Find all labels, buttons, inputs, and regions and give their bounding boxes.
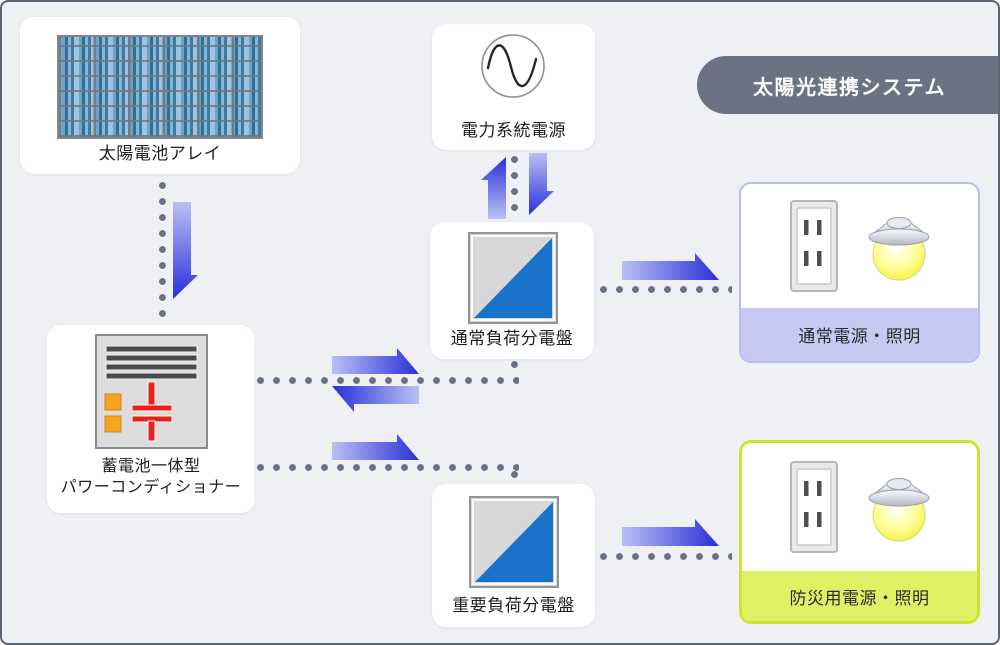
flow-arrow-right-to-normal-load [622, 253, 719, 280]
node-normal-load: 通常電源・照明 [739, 182, 980, 363]
node-grid-power: 電力系統電源 [432, 24, 595, 150]
flow-arrow-right-to-emergency-load [622, 519, 719, 546]
power-conditioner-icon [95, 334, 208, 449]
dotted-elbow-normal-board [511, 361, 518, 377]
flow-arrow-right-to-normal-board [332, 348, 419, 374]
normal-load-label: 通常電源・照明 [741, 308, 978, 361]
emergency-load-icons [742, 443, 977, 571]
important-board-label: 重要負荷分電盤 [452, 596, 575, 615]
solar-array-label: 太陽電池アレイ [98, 144, 222, 163]
node-normal-board: 通常負荷分電盤 [430, 222, 594, 359]
node-emergency-load: 防災用電源・照明 [739, 440, 980, 624]
dotted-line-normal-board-to-load [600, 286, 732, 293]
lamp-icon [868, 478, 929, 542]
distribution-board-icon [468, 232, 558, 324]
system-title: 太陽光連携システム [753, 76, 946, 99]
flow-arrow-up-grid [481, 157, 506, 219]
dotted-line-important-board-to-load [600, 553, 732, 560]
dotted-line-grid-to-normal-board [511, 156, 518, 216]
grid-power-label: 電力系統電源 [461, 121, 566, 140]
system-title-badge: 太陽光連携システム [697, 56, 998, 114]
node-solar-array: 太陽電池アレイ [20, 17, 300, 174]
dotted-line-solar-to-conditioner [159, 182, 166, 324]
dotted-line-conditioner-to-important-board [257, 464, 519, 471]
outlet-icon [789, 200, 838, 292]
flow-arrow-left-to-conditioner [332, 386, 419, 412]
dotted-line-conditioner-to-normal-board [257, 377, 519, 384]
outlet-icon [789, 461, 838, 553]
ac-sine-wave-icon [481, 34, 545, 98]
node-power-conditioner: 蓄電池一体型 パワーコンディショナー [47, 325, 255, 513]
flow-arrow-down-grid [529, 153, 554, 215]
normal-load-icons [741, 184, 978, 308]
node-important-board: 重要負荷分電盤 [432, 484, 595, 627]
dotted-elbow-important-board [511, 471, 518, 487]
flow-arrow-right-to-important-board [332, 434, 419, 460]
normal-board-label: 通常負荷分電盤 [450, 329, 574, 348]
power-conditioner-label: 蓄電池一体型 パワーコンディショナー [60, 457, 242, 497]
solar-panel-icon [57, 35, 263, 139]
lamp-icon [868, 217, 929, 281]
distribution-board-icon [469, 496, 559, 588]
flow-arrow-down-solar [173, 202, 198, 299]
emergency-load-label: 防災用電源・照明 [742, 571, 977, 621]
